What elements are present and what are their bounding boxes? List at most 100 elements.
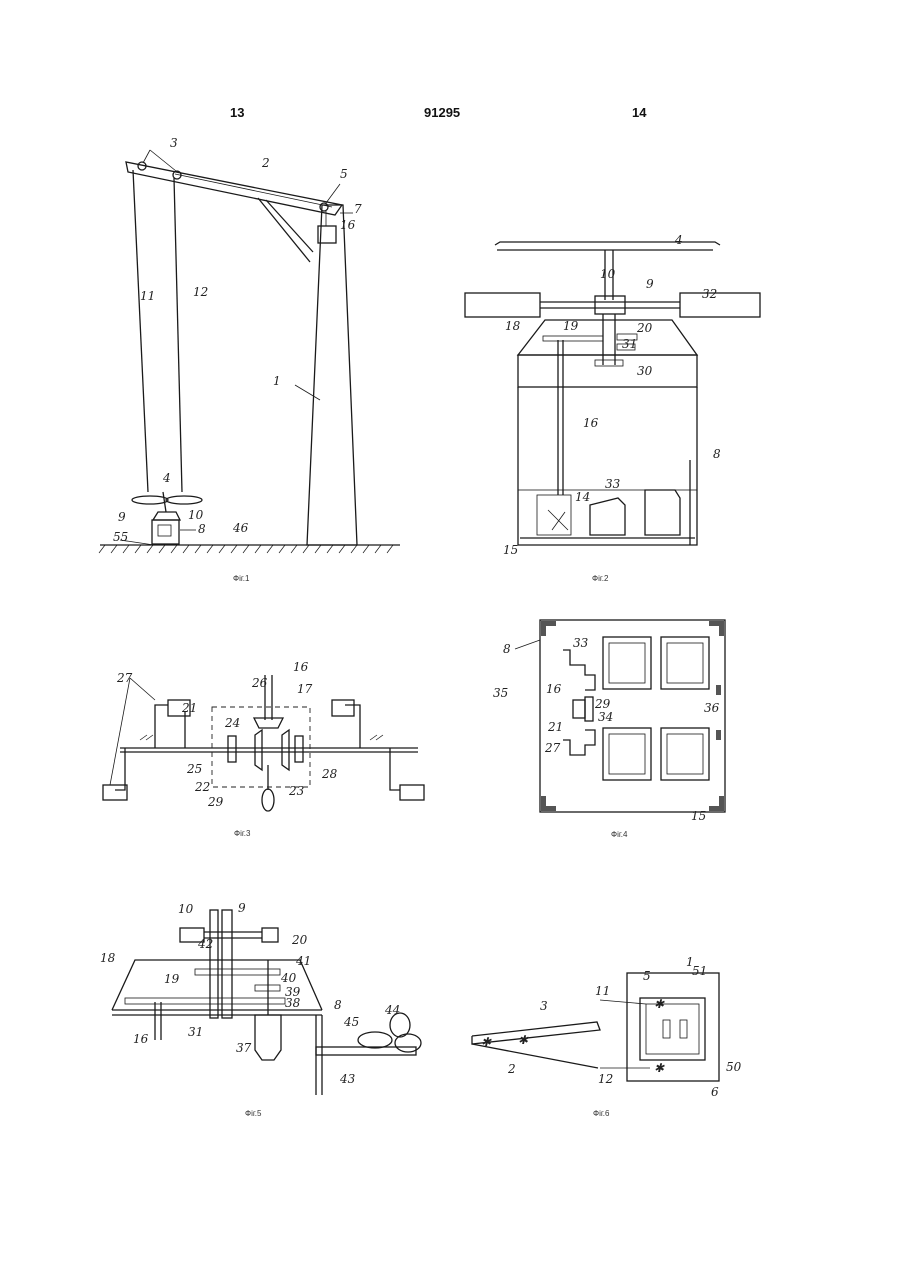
label-27: 27 [116, 671, 133, 685]
tower-plan-inner [640, 998, 705, 1060]
label-51: 51 [692, 964, 707, 978]
label-15: 15 [691, 809, 706, 823]
label-50: 50 [726, 1060, 742, 1074]
label-18: 18 [100, 951, 116, 965]
label-15: 15 [503, 543, 518, 557]
label-33: 33 [573, 636, 589, 650]
label-25: 25 [186, 762, 202, 776]
label-35: 35 [493, 686, 508, 700]
label-1: 1 [273, 374, 281, 388]
ground-hatching [99, 545, 393, 553]
figure-5: 10 9 20 42 41 18 19 40 39 38 8 44 45 16 … [100, 901, 421, 1118]
label-9: 9 [646, 277, 654, 291]
label-46: 46 [232, 521, 249, 535]
seat [645, 490, 680, 535]
label-9: 9 [238, 901, 246, 915]
label-21: 21 [181, 701, 197, 715]
label-29: 29 [207, 795, 224, 809]
label-16: 16 [583, 416, 599, 430]
label-31: 31 [622, 337, 637, 351]
label-31: 31 [188, 1025, 203, 1039]
label-5: 5 [340, 167, 348, 181]
label-20: 20 [636, 321, 653, 335]
label-8: 8 [198, 522, 206, 536]
caption-fig3: Фіг.3 [234, 829, 251, 838]
seat [661, 637, 709, 689]
label-8: 8 [503, 642, 511, 656]
label-41: 41 [295, 954, 311, 968]
cabin [152, 520, 179, 544]
label-8: 8 [713, 447, 721, 461]
label-3: 3 [170, 136, 178, 150]
label-16: 16 [293, 660, 309, 674]
figure-6: ✱ ✱ ✱ ✱ 5 1 51 11 3 2 50 12 6 Фіг.6 [472, 955, 742, 1118]
label-36: 36 [704, 701, 720, 715]
svg-text:✱: ✱ [654, 997, 665, 1011]
label-20: 20 [291, 933, 308, 947]
seat [590, 498, 625, 535]
label-16: 16 [133, 1032, 149, 1046]
label-10: 10 [188, 508, 204, 522]
figure-2: 4 10 9 32 18 19 20 31 30 16 8 14 33 15 Ф… [465, 233, 760, 583]
label-10: 10 [600, 267, 616, 281]
label-16: 16 [340, 218, 356, 232]
caption-fig1: Фіг.1 [233, 574, 250, 583]
seat [603, 637, 651, 689]
figure-1: 3 2 5 7 16 11 12 1 4 10 9 8 55 46 Фіг.1 [99, 136, 400, 583]
label-38: 38 [285, 996, 301, 1010]
label-2: 2 [507, 1062, 516, 1076]
label-2: 2 [261, 156, 270, 170]
label-23: 28 [321, 767, 338, 781]
cabin-floor-plan [540, 620, 725, 812]
caption-fig6: Фіг.6 [593, 1109, 610, 1118]
cabin-top [153, 512, 180, 520]
cabin-roof [518, 320, 697, 355]
label-8: 8 [334, 998, 342, 1012]
handle-bar [495, 242, 720, 250]
pedal [400, 785, 424, 800]
cable [174, 178, 182, 492]
label-21: 21 [547, 720, 563, 734]
boom [126, 162, 342, 215]
label-43: 43 [339, 1072, 356, 1086]
pedal [103, 785, 127, 800]
label-42: 42 [197, 937, 213, 951]
label-19: 19 [563, 319, 579, 333]
label-12: 12 [598, 1072, 613, 1086]
label-16: 16 [546, 682, 562, 696]
figure-3: 27 21 26 16 17 24 25 22 28 23 29 Фіг.3 [103, 660, 424, 838]
label-18: 18 [505, 319, 521, 333]
label-4: 4 [674, 233, 683, 247]
svg-text:✱: ✱ [654, 1061, 665, 1075]
label-19: 19 [164, 972, 180, 986]
caption-fig5: Фіг.5 [245, 1109, 262, 1118]
caption-fig4: Фіг.4 [611, 830, 628, 839]
label-4: 4 [162, 471, 171, 485]
pulley [320, 203, 328, 211]
boom-plan [472, 1022, 600, 1044]
label-32: 32 [702, 287, 717, 301]
pedal [332, 700, 354, 716]
svg-text:✱: ✱ [481, 1035, 492, 1049]
label-24: 24 [224, 716, 240, 730]
label-44: 44 [384, 1003, 400, 1017]
label-17: 17 [297, 682, 313, 696]
label-40: 40 [280, 971, 297, 985]
label-11: 11 [595, 984, 610, 998]
caption-fig2: Фіг.2 [592, 574, 609, 583]
label-12: 12 [193, 285, 208, 299]
crank-right [345, 705, 360, 748]
label-14: 14 [575, 490, 590, 504]
seat [661, 728, 709, 780]
cable [133, 170, 148, 492]
rotor-blade [132, 496, 168, 504]
tower [307, 205, 357, 545]
seat [603, 728, 651, 780]
label-27: 27 [544, 741, 561, 755]
label-28: 23 [288, 784, 305, 798]
label-30: 30 [637, 364, 653, 378]
label-26: 26 [251, 676, 268, 690]
label-9: 9 [118, 510, 126, 524]
label-3: 3 [540, 999, 548, 1013]
